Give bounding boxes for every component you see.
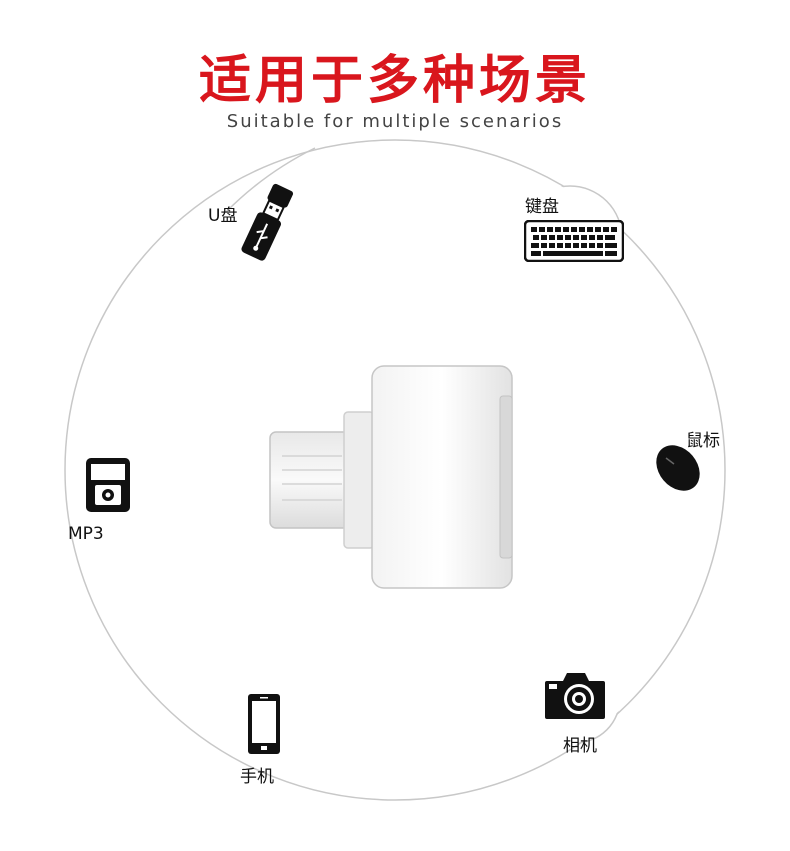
camera-icon [545, 673, 605, 719]
mp3-player-icon [86, 458, 130, 512]
label-phone: 手机 [240, 767, 274, 787]
label-mp3: MP3 [68, 524, 104, 544]
mouse-icon [656, 445, 700, 491]
label-camera: 相机 [563, 736, 597, 756]
label-usb-drive: U盘 [208, 206, 238, 226]
page-title: 适用于多种场景 [198, 51, 591, 111]
label-keyboard: 键盘 [525, 197, 559, 217]
page-subtitle: Suitable for multiple scenarios [226, 111, 564, 132]
usb-drive-icon [241, 183, 294, 261]
phone-icon [248, 694, 280, 754]
otg-adapter-icon [269, 365, 513, 589]
label-mouse: 鼠标 [686, 431, 720, 451]
keyboard-icon [524, 220, 624, 262]
